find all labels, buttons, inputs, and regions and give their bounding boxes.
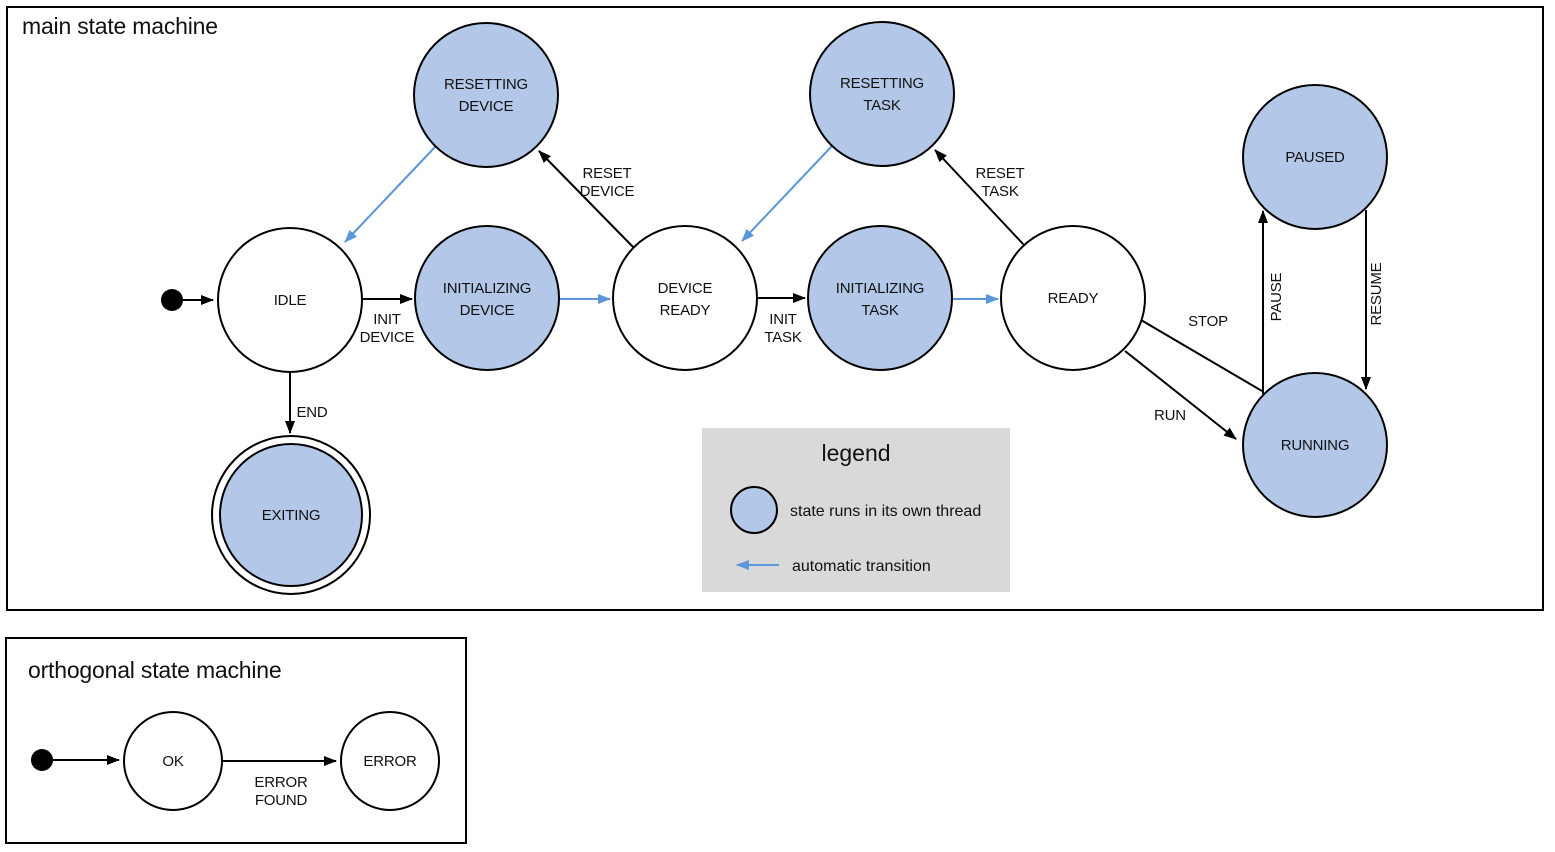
state-circle-initializing-device	[414, 225, 560, 371]
state-label-initializing-task-line2: TASK	[861, 302, 898, 319]
init-task-label-line1: INIT	[769, 311, 797, 328]
reset-task-label-line1: RESET	[975, 165, 1024, 182]
orthogonal-initial-state-dot	[31, 749, 53, 771]
state-label-ok: OK	[162, 753, 183, 770]
transition-label-stop: STOP	[1188, 313, 1228, 330]
state-label-resetting-device-line2: DEVICE	[459, 98, 514, 115]
initial-state-dot	[161, 289, 183, 311]
auto-transition-resetting-task-to-device-ready	[741, 145, 833, 242]
state-label-initializing-device-line2: DEVICE	[460, 302, 515, 319]
state-label-ready: READY	[1048, 290, 1099, 307]
transition-label-run: RUN	[1154, 407, 1186, 424]
state-label-initializing-device-line1: INITIALIZING	[443, 280, 531, 297]
state-label-resetting-task-line1: RESETTING	[840, 75, 924, 92]
init-task-label-line2: TASK	[764, 329, 801, 346]
state-circle-ready	[1000, 225, 1146, 371]
transition-label-init-device: INIT DEVICE	[360, 311, 415, 346]
reset-task-label-line2: TASK	[981, 183, 1018, 200]
transition-label-resume: RESUME	[1368, 262, 1385, 325]
state-circle-exiting-inner	[219, 443, 363, 587]
legend-auto-transition-label: automatic transition	[792, 558, 931, 575]
state-initializing-task: INITIALIZING TASK	[807, 225, 953, 371]
state-label-device-ready-line1: DEVICE	[658, 280, 713, 297]
state-circle-initializing-task	[807, 225, 953, 371]
error-found-label-line1: ERROR	[254, 774, 308, 791]
state-circle-paused	[1242, 84, 1388, 230]
state-initializing-device: INITIALIZING DEVICE	[414, 225, 560, 371]
transition-label-error-found: ERROR FOUND	[254, 774, 308, 809]
state-label-resetting-task-line2: TASK	[863, 97, 900, 114]
state-label-device-ready-line2: READY	[660, 302, 711, 319]
main-machine-title: main state machine	[22, 13, 218, 39]
orthogonal-machine-title: orthogonal state machine	[28, 657, 281, 683]
reset-device-label-line1: RESET	[582, 165, 631, 182]
state-label-idle: IDLE	[274, 292, 307, 309]
state-label-exiting: EXITING	[262, 507, 321, 524]
transition-label-pause: PAUSE	[1268, 272, 1285, 321]
state-circle-resetting-task	[809, 21, 955, 167]
state-circle-running	[1242, 372, 1388, 518]
state-exiting-final: EXITING	[211, 435, 371, 595]
state-label-paused: PAUSED	[1285, 149, 1345, 166]
state-label-error: ERROR	[363, 753, 417, 770]
transition-label-reset-device: RESET DEVICE	[580, 165, 635, 200]
transition-label-end: END	[296, 404, 327, 421]
transition-label-init-task: INIT TASK	[764, 311, 802, 346]
error-found-label-line2: FOUND	[255, 792, 308, 809]
legend-threaded-state-label: state runs in its own thread	[790, 503, 981, 520]
reset-device-label-line2: DEVICE	[580, 183, 635, 200]
state-circle-error	[340, 711, 440, 811]
state-paused: PAUSED	[1242, 84, 1388, 230]
transition-reset-device	[538, 150, 635, 249]
state-circle-resetting-device	[413, 22, 559, 168]
state-ok: OK	[123, 711, 223, 811]
legend-threaded-state-icon	[730, 486, 778, 534]
state-device-ready: DEVICE READY	[612, 225, 758, 371]
state-running: RUNNING	[1242, 372, 1388, 518]
auto-transition-resetting-device-to-idle	[344, 146, 436, 243]
state-label-running: RUNNING	[1281, 437, 1350, 454]
legend: legend state runs in its own thread auto…	[702, 428, 1010, 592]
state-idle: IDLE	[217, 227, 363, 373]
transition-label-reset-task: RESET TASK	[975, 165, 1024, 200]
state-label-initializing-task-line1: INITIALIZING	[836, 280, 924, 297]
transition-run	[1124, 350, 1237, 440]
state-circle-device-ready	[612, 225, 758, 371]
state-ready: READY	[1000, 225, 1146, 371]
state-circle-idle	[217, 227, 363, 373]
legend-title: legend	[821, 440, 890, 466]
state-error: ERROR	[340, 711, 440, 811]
init-device-label-line2: DEVICE	[360, 329, 415, 346]
state-resetting-task: RESETTING TASK	[809, 21, 955, 167]
transition-reset-task	[934, 149, 1025, 246]
state-circle-ok	[123, 711, 223, 811]
state-label-resetting-device-line1: RESETTING	[444, 76, 528, 93]
init-device-label-line1: INIT	[373, 311, 401, 328]
state-resetting-device: RESETTING DEVICE	[413, 22, 559, 168]
